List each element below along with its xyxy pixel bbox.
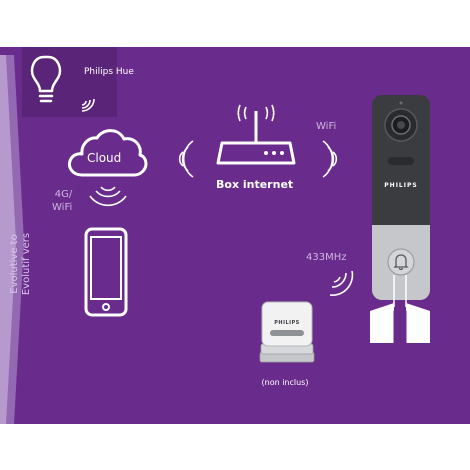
- smartphone-icon: [84, 227, 128, 317]
- philips-hue-label: Philips Hue: [84, 67, 134, 77]
- g4-wifi-label: 4G/ WiFi: [52, 188, 72, 214]
- chime-brand: PHILIPS: [274, 320, 300, 326]
- hue-signal-icon: [81, 98, 95, 112]
- side-label: Evolutive to Evolutif vers: [9, 199, 33, 329]
- side-chevron-band: [0, 55, 24, 424]
- g4-label-line2: WiFi: [52, 202, 73, 213]
- router-doorbell-signal-icon: [322, 140, 338, 178]
- side-label-line1: Evolutive to: [9, 234, 20, 294]
- doorbell-camera-lens: [384, 101, 418, 165]
- doorbell-brand: PHILIPS: [384, 182, 418, 189]
- router-icon: [216, 104, 296, 165]
- wifi-label: WiFi: [316, 121, 337, 132]
- box-internet-label: Box internet: [216, 178, 294, 191]
- cloud-icon: [68, 129, 148, 177]
- doorbell-wall-mount: [370, 275, 430, 343]
- chime-body: [259, 301, 315, 363]
- philips-hue-box: Philips Hue: [22, 47, 134, 117]
- cloud-phone-signal-icon: [89, 186, 127, 207]
- video-doorbell-icon: PHILIPS: [372, 95, 430, 300]
- non-inclus-label: (non inclus): [261, 378, 309, 387]
- diagram-panel: Evolutive to Evolutif vers Philips Hue C…: [0, 47, 470, 424]
- cloud-router-signal-icon: [178, 140, 194, 178]
- bell-icon: [387, 248, 415, 276]
- doorbell-chime-signal-icon: [329, 270, 354, 296]
- light-bulb-icon: [30, 55, 62, 103]
- g4-label-line1: 4G/: [54, 189, 73, 200]
- side-label-line2: Evolutif vers: [21, 232, 32, 296]
- cloud-label: Cloud: [87, 151, 122, 165]
- mhz-label: 433MHz: [306, 252, 347, 263]
- chime-icon: PHILIPS: [258, 300, 316, 364]
